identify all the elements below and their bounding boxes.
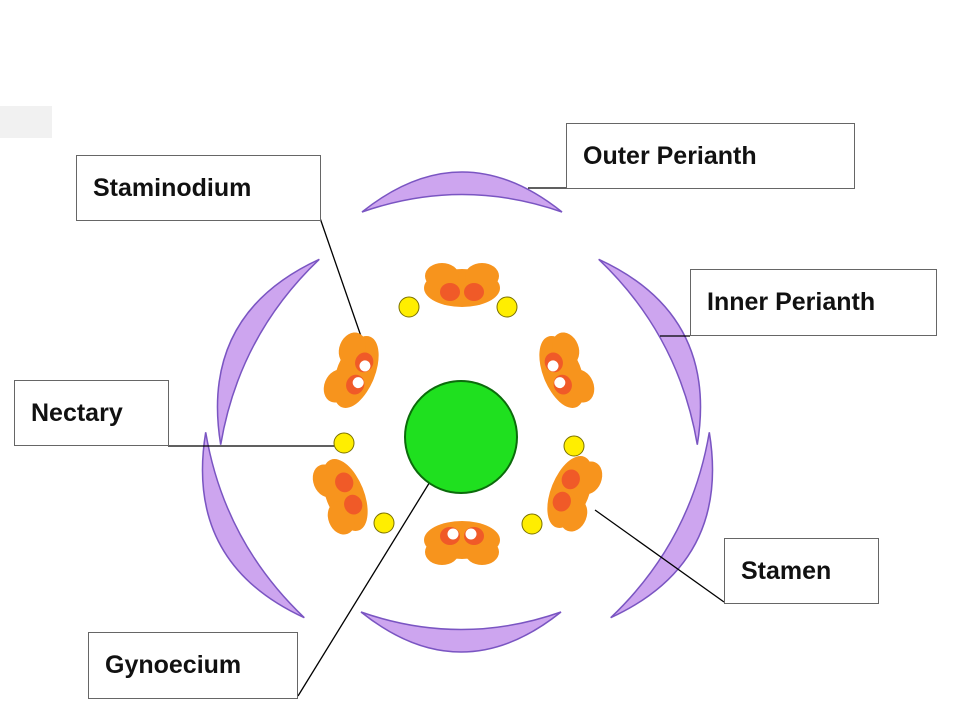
staminodium-dot — [352, 377, 364, 389]
stamen-top — [424, 263, 500, 307]
label-inner-perianth-text: Inner Perianth — [707, 288, 876, 316]
outer-perianth-segment-top — [361, 171, 563, 213]
staminodium-dot — [359, 360, 371, 372]
stamen-lower-left — [307, 452, 377, 540]
label-inner-perianth: Inner Perianth — [690, 269, 937, 336]
label-gynoecium-text: Gynoecium — [105, 651, 242, 679]
label-stamen: Stamen — [724, 538, 879, 604]
outer-perianth-segment-lower-right — [609, 431, 746, 638]
label-nectary: Nectary — [14, 380, 169, 446]
label-staminodium-text: Staminodium — [93, 173, 252, 202]
leader-line-gynoecium — [297, 471, 437, 697]
inner-perianth-segment-bottom — [360, 611, 562, 653]
label-outer-perianth: Outer Perianth — [566, 123, 855, 189]
label-nectary-text: Nectary — [31, 398, 123, 427]
outer-perianth-segment-lower-left — [169, 431, 306, 638]
nectary-dot — [398, 296, 420, 318]
label-gynoecium: Gynoecium — [88, 632, 298, 699]
gynoecium-circle — [404, 380, 518, 494]
androecium — [307, 263, 608, 565]
nectary-dot — [563, 435, 585, 457]
staminodium-dot — [465, 528, 477, 540]
label-outer-perianth-text: Outer Perianth — [583, 141, 757, 170]
staminodium-upper-left — [318, 327, 388, 415]
inner-perianth-segment-upper-left — [184, 239, 321, 446]
label-staminodium: Staminodium — [76, 155, 321, 221]
nectary-dot — [333, 432, 355, 454]
staminodium-dot — [554, 377, 566, 389]
corner-shade — [0, 106, 52, 138]
staminodium-dot — [447, 528, 459, 540]
staminodium-dot — [547, 360, 559, 372]
nectary-dot — [496, 296, 518, 318]
label-stamen-text: Stamen — [741, 556, 832, 585]
stamen-lower-right — [538, 449, 608, 537]
staminodium-upper-right — [530, 327, 600, 415]
nectary-dot — [521, 513, 543, 535]
staminodium-bottom — [424, 521, 500, 565]
nectary-dot — [373, 512, 395, 534]
nectaries — [333, 296, 585, 535]
leader-line-stamen — [594, 509, 725, 603]
